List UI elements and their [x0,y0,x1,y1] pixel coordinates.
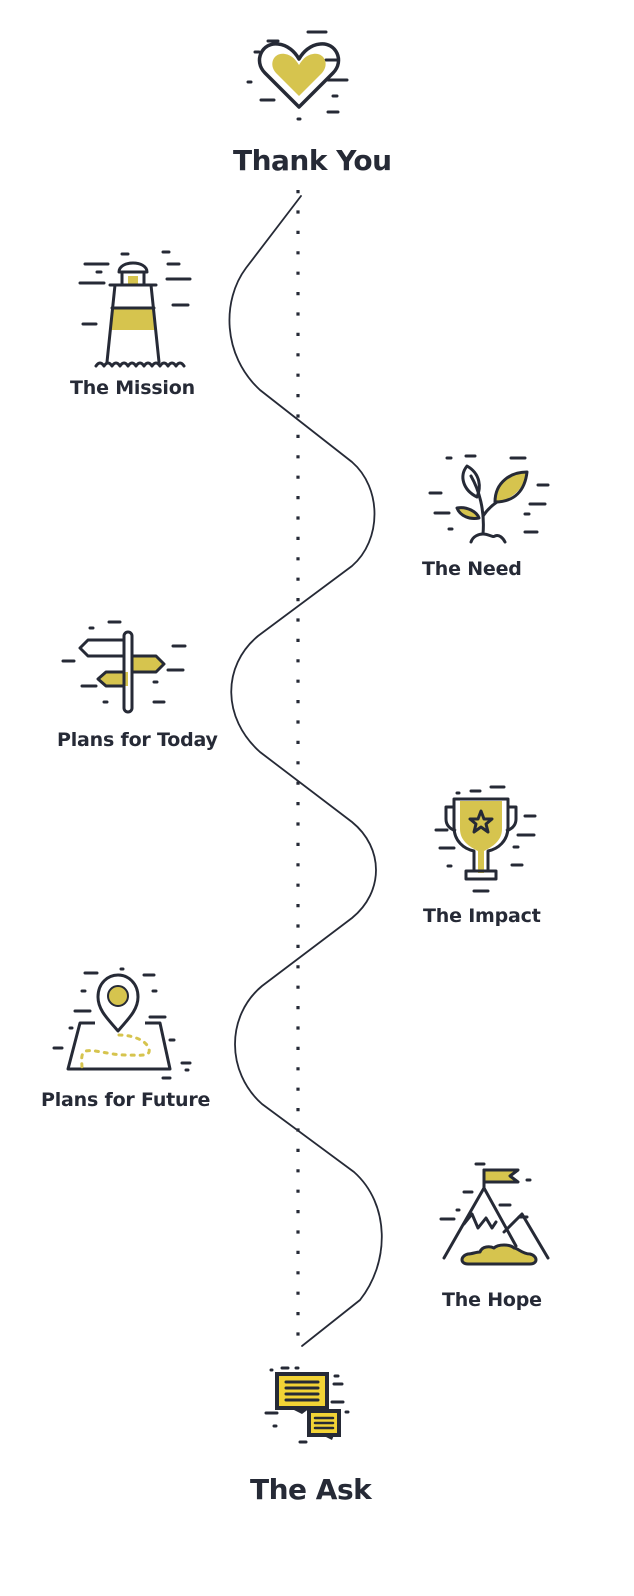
trophy-icon [434,785,537,893]
end-label: The Ask [250,1473,372,1506]
map-pin-icon [52,967,192,1080]
stage-label-mission: The Mission [70,377,195,399]
stage-label-plans-future: Plans for Future [41,1089,211,1111]
start-label: Thank You [233,144,392,177]
sprout-icon [428,454,550,544]
stage-label-impact: The Impact [423,905,541,927]
winding-path [228,195,383,1347]
signpost-icon [61,620,187,714]
lighthouse-icon [78,250,192,368]
mountain-flag-icon [439,1162,550,1266]
heart-icon [246,30,349,121]
stage-label-need: The Need [422,558,522,580]
stage-label-plans-today: Plans for Today [57,729,218,751]
chat-bubbles-icon [264,1366,350,1444]
stage-label-hope: The Hope [442,1289,542,1311]
